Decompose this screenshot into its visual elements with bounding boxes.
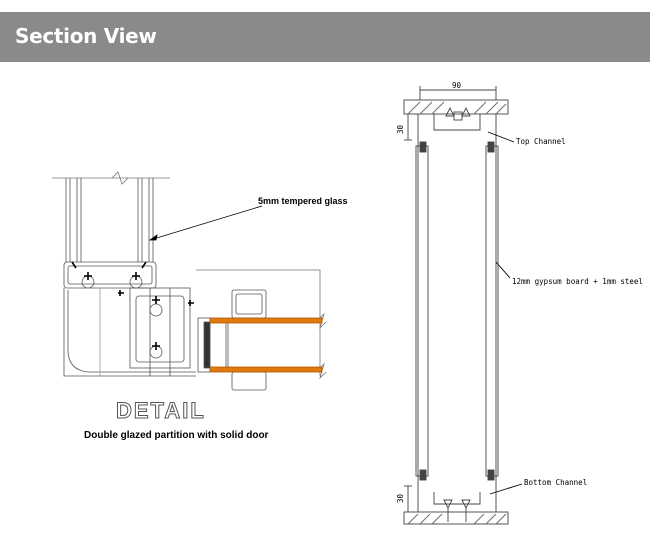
section-drawing — [403, 86, 523, 525]
glass-label: 5mm tempered glass — [258, 196, 348, 206]
bottom-dimension: 30 — [396, 493, 405, 503]
page-title: Section View — [15, 24, 157, 48]
glass-leader-line — [149, 205, 263, 241]
bottom-channel-leader — [489, 483, 523, 495]
ceiling-slab — [403, 99, 509, 115]
gypsum-board-left — [415, 141, 429, 481]
top-strip — [0, 0, 650, 12]
seal-markers — [71, 261, 194, 350]
floor-slab — [403, 511, 509, 525]
detail-drawing — [52, 171, 327, 391]
board-label: 12mm gypsum board + 1mm steel — [512, 277, 643, 286]
board-leader — [495, 261, 511, 279]
detail-caption: Double glazed partition with solid door — [84, 430, 269, 441]
door-skin-top — [209, 317, 323, 324]
top-dimension: 30 — [396, 124, 405, 134]
ceiling-hatch — [407, 101, 507, 115]
gypsum-board-right — [485, 141, 499, 481]
top-channel-leader — [487, 131, 515, 143]
aluminium-frame — [63, 261, 321, 377]
bottom-channel — [417, 476, 497, 512]
floor-hatch — [407, 513, 507, 525]
door-skin-bottom — [209, 366, 323, 373]
section-header — [0, 12, 650, 62]
bottom-channel-label: Bottom Channel — [524, 478, 587, 487]
solid-door — [197, 289, 327, 391]
leader-arrow-icon — [148, 234, 158, 241]
glass-panes-vertical — [65, 178, 154, 262]
detail-heading: DETAIL — [116, 398, 206, 423]
top-anchors — [445, 106, 471, 121]
top-channel-label: Top Channel — [516, 137, 566, 146]
top-channel — [417, 114, 497, 148]
width-dimension: 90 — [452, 81, 462, 90]
bottom-anchors — [443, 499, 471, 522]
